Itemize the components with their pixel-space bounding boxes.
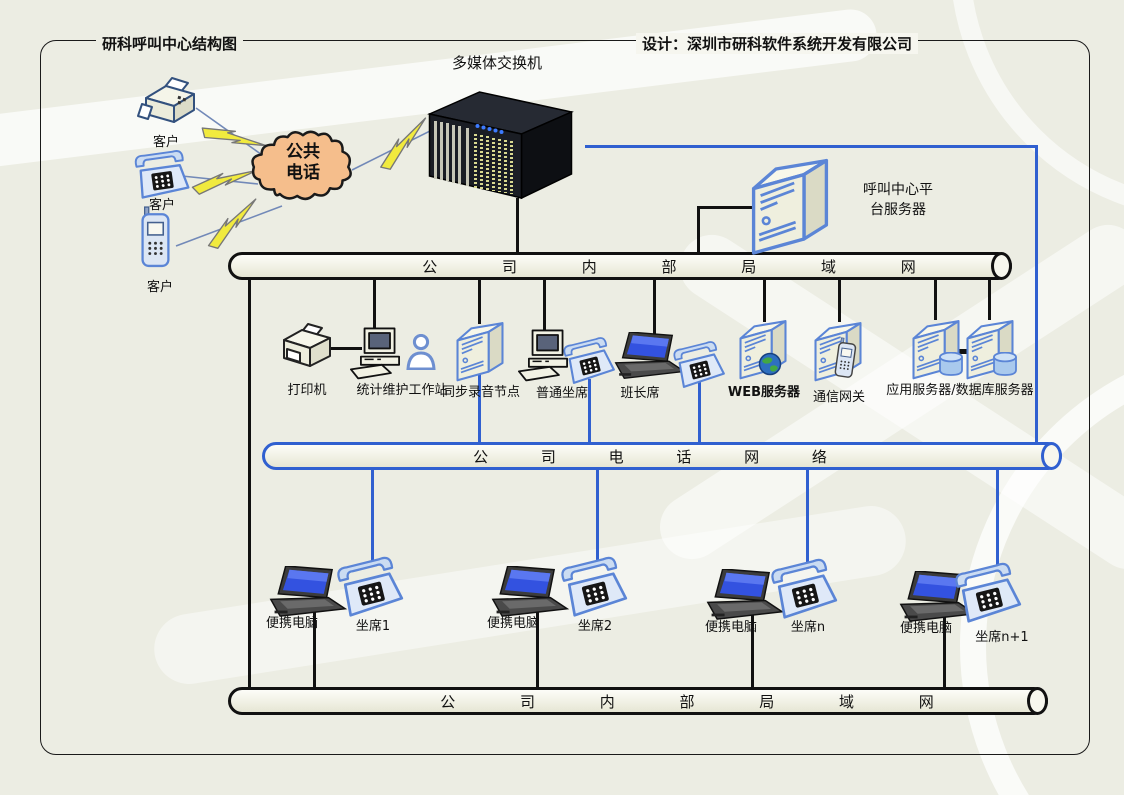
link-app-db bbox=[952, 349, 976, 354]
app-db-cylinder-icon bbox=[938, 352, 964, 376]
bus-company-phone-network: 公 司 电 话 网 络 bbox=[262, 442, 1062, 470]
link-server-horiz bbox=[697, 206, 761, 209]
seat-label: 坐席1 bbox=[355, 619, 391, 634]
device-label-workstation: 统计维护工作站 bbox=[356, 383, 448, 398]
link-switch-phonenet-v bbox=[1035, 145, 1038, 445]
media-switch-icon bbox=[427, 91, 574, 200]
link-agentphone-net bbox=[588, 379, 591, 444]
link-web-lan bbox=[763, 276, 766, 322]
link-switch-lan bbox=[516, 198, 519, 254]
pstn-cloud-line2: 电话 bbox=[286, 163, 320, 183]
device-label-app-db-server: 应用服务器/数据库服务器 bbox=[886, 383, 1034, 398]
laptop-label: 便携电脑 bbox=[899, 621, 953, 636]
link-rec-phonenet bbox=[478, 374, 481, 444]
device-label-agent: 普通坐席 bbox=[535, 386, 589, 401]
link-appserver-lan bbox=[934, 276, 937, 320]
link-supervisor-lan bbox=[653, 276, 656, 334]
seat-label: 坐席n+1 bbox=[975, 630, 1029, 645]
pipe-end-cap bbox=[1041, 442, 1062, 470]
link-agent-lan bbox=[543, 276, 546, 332]
link-switch-phonenet-h bbox=[585, 145, 1038, 148]
diagram-border bbox=[40, 40, 1090, 755]
laptop-label: 便携电脑 bbox=[704, 620, 758, 635]
bus-label: 公 司 内 部 局 域 网 bbox=[422, 257, 946, 276]
platform-server-label: 呼叫中心平 台服务器 bbox=[863, 180, 933, 220]
bus-label: 公 司 电 话 网 络 bbox=[473, 447, 851, 466]
fax-machine-icon bbox=[136, 76, 200, 130]
pipe-end-cap bbox=[1027, 687, 1048, 715]
link-laptop2-lan bbox=[536, 610, 539, 689]
device-label-printer: 打印机 bbox=[287, 383, 327, 398]
platform-server-icon bbox=[748, 152, 832, 256]
link-seat1-net bbox=[371, 465, 374, 566]
workstation-computer-icon bbox=[350, 326, 410, 380]
device-label-gateway: 通信网关 bbox=[812, 390, 866, 405]
laptop-label: 便携电脑 bbox=[265, 616, 319, 631]
globe-icon bbox=[758, 352, 782, 376]
link-laptop1-lan bbox=[313, 610, 316, 689]
device-label-supervisor: 班长席 bbox=[620, 386, 660, 401]
trunk-lan-left bbox=[248, 276, 251, 689]
platform-server-label-line2: 台服务器 bbox=[870, 202, 926, 218]
link-gateway-lan bbox=[838, 276, 841, 322]
designer-credit: 设计：深圳市研科软件系统开发有限公司 bbox=[636, 33, 919, 54]
link-server-vert bbox=[697, 206, 700, 254]
seat-label: 坐席2 bbox=[577, 619, 613, 634]
link-seatn-net bbox=[806, 465, 809, 563]
link-laptop3-lan bbox=[751, 613, 754, 689]
pstn-cloud-line1: 公共 bbox=[286, 142, 320, 162]
db-db-cylinder-icon bbox=[992, 352, 1018, 376]
link-dbserver-lan bbox=[988, 276, 991, 320]
mobile-phone-icon bbox=[140, 206, 172, 268]
recording-node-server-icon bbox=[454, 318, 506, 382]
device-label-recording-node: 同步录音节点 bbox=[441, 385, 521, 400]
customer-label: 客户 bbox=[152, 135, 180, 150]
customer-label: 客户 bbox=[148, 198, 176, 213]
printer-icon bbox=[278, 322, 336, 372]
link-seatn1-net bbox=[996, 465, 999, 569]
laptop-label: 便携电脑 bbox=[486, 616, 540, 631]
link-supphone-net bbox=[698, 382, 701, 444]
seat-label: 坐席n bbox=[790, 620, 826, 635]
link-rec-lan bbox=[478, 276, 481, 324]
pstn-cloud-label: 公共 电话 bbox=[252, 142, 354, 184]
bus-label: 公 司 内 部 局 域 网 bbox=[440, 692, 964, 711]
link-laptop4-lan bbox=[943, 615, 946, 689]
platform-server-label-line1: 呼叫中心平 bbox=[863, 182, 933, 198]
switch-label: 多媒体交换机 bbox=[451, 54, 543, 72]
diagram-title: 研科呼叫中心结构图 bbox=[96, 33, 244, 54]
pipe-end-cap bbox=[991, 252, 1012, 280]
operator-person-icon bbox=[406, 334, 436, 370]
customer-label: 客户 bbox=[146, 280, 174, 295]
bus-company-lan-top: 公 司 内 部 局 域 网 bbox=[228, 252, 1012, 280]
link-seat2-net bbox=[596, 465, 599, 566]
device-label-web-server: WEB服务器 bbox=[727, 385, 801, 400]
bus-company-lan-bottom: 公 司 内 部 局 域 网 bbox=[228, 687, 1048, 715]
link-ws-lan bbox=[373, 276, 376, 330]
link-printer-ws bbox=[330, 347, 362, 350]
